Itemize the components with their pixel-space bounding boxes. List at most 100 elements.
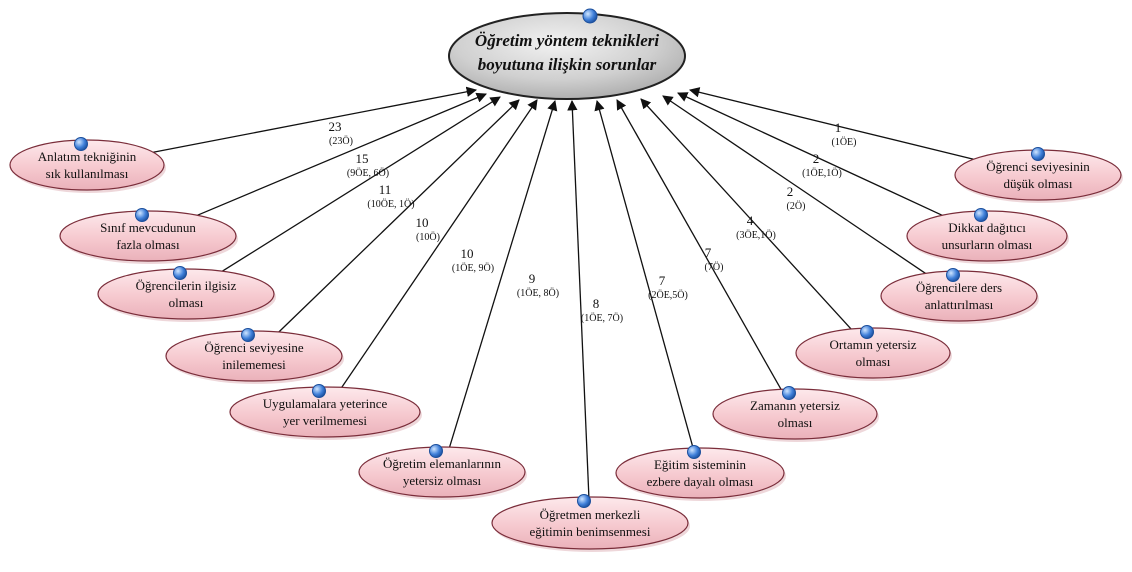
edge-ders-anlattirilmasi (662, 95, 926, 274)
nodes-layer: Anlatım tekniğinin sık kullanılmasıSınıf … (9, 137, 1123, 553)
node-label-line: unsurların olması (942, 237, 1033, 252)
node-ellipse (358, 446, 526, 498)
node-marker-icon (1031, 147, 1045, 161)
edge-weight-sinif: 15 (356, 151, 369, 166)
node-marker-icon (135, 208, 149, 222)
edge-dikkat (677, 92, 943, 216)
edge-detail-uygulama: (1ÖE, 9Ö) (452, 262, 494, 274)
node-ellipse (229, 386, 421, 438)
edge-detail-elemanlar: (1ÖE, 8Ö) (517, 287, 559, 299)
edge-detail-sinif: (9ÖE, 6Ö) (347, 167, 389, 179)
node-ellipse (9, 139, 165, 191)
edge-detail-seviye-dusuk: (1ÖE) (832, 136, 857, 148)
edge-detail-ortam: (3ÖE,1Ö) (736, 229, 776, 241)
node-label-line: yer verilmemesi (283, 413, 367, 428)
node-label-line: Zamanın yetersiz (750, 398, 840, 413)
node-label-line: eğitimin benimsenmesi (530, 524, 651, 539)
node-label-line: Öğretmen merkezli (540, 507, 641, 522)
node-label-line: Öğrenci seviyesine (204, 340, 304, 355)
node-label-line: olması (856, 354, 891, 369)
node-label-line: olması (778, 415, 813, 430)
edge-weight-ortam: 4 (747, 213, 754, 228)
node-label-line: sık kullanılması (46, 166, 129, 181)
node-ellipse (615, 447, 785, 499)
edge-weight-ogretmen-merkezli: 8 (593, 296, 600, 311)
node-marker-icon (577, 494, 591, 508)
node-label-line: Sınıf mevcudunun (100, 220, 196, 235)
edge-detail-ezber: (2ÖE,5Ö) (648, 289, 688, 301)
edge-weight-anlatim: 23 (329, 119, 342, 134)
node-label-line: anlattırılması (925, 297, 994, 312)
node-marker-icon (974, 208, 988, 222)
node-ellipse (906, 210, 1068, 262)
edge-weight-ezber: 7 (659, 273, 666, 288)
center-marker-icon (582, 8, 598, 24)
node-ortam[interactable]: Ortamın yetersiz olması (795, 325, 952, 382)
edge-detail-ogretmen-merkezli: (1ÖE, 7Ö) (581, 312, 623, 324)
node-ders-anlattirilmasi[interactable]: Öğrencilere ders anlattırılması (880, 268, 1039, 325)
node-label-line: Eğitim sisteminin (654, 457, 747, 472)
node-ogretmen-merkezli[interactable]: Öğretmen merkezli eğitimin benimsenmesi (491, 494, 690, 553)
edge-weight-zaman: 7 (705, 245, 712, 260)
center-title-line-1: Öğretim yöntem teknikleri (475, 31, 659, 50)
node-marker-icon (312, 384, 326, 398)
edge-detail-dikkat: (1ÖE,1Ö) (802, 167, 842, 179)
edge-weight-seviye-dusuk: 1 (835, 120, 842, 135)
edge-weight-ders-anlattirilmasi: 2 (787, 184, 794, 199)
node-label-line: Öğrencilere ders (916, 280, 1002, 295)
node-label-line: Ortamın yetersiz (830, 337, 917, 352)
edge-uygulama (341, 99, 538, 388)
node-ellipse (712, 388, 878, 440)
node-label-line: düşük olması (1004, 176, 1073, 191)
edge-weight-elemanlar: 9 (529, 271, 536, 286)
edge-ogretmen-merkezli (567, 99, 590, 498)
node-marker-icon (687, 445, 701, 459)
node-label-line: yetersiz olması (403, 473, 482, 488)
node-marker-icon (946, 268, 960, 282)
edge-ortam (640, 98, 852, 330)
node-ellipse (491, 496, 689, 550)
node-label-line: Öğrenci seviyesinin (986, 159, 1090, 174)
node-anlatim[interactable]: Anlatım tekniğinin sık kullanılması (9, 137, 166, 194)
edge-sinif (197, 92, 487, 216)
node-label-line: Uygulamalara yeterince (263, 396, 388, 411)
center-ellipse (448, 12, 686, 100)
node-marker-icon (782, 386, 796, 400)
node-marker-icon (241, 328, 255, 342)
node-ilgisiz[interactable]: Öğrencilerin ilgisiz olması (97, 266, 276, 323)
node-marker-icon (429, 444, 443, 458)
node-marker-icon (74, 137, 88, 151)
node-seviye-dusuk[interactable]: Öğrenci seviyesinin düşük olması (954, 147, 1123, 204)
node-label-line: Öğrencilerin ilgisiz (136, 278, 237, 293)
node-label-line: Anlatım tekniğinin (38, 149, 137, 164)
node-ezber[interactable]: Eğitim sisteminin ezbere dayalı olması (615, 445, 786, 502)
node-uygulama[interactable]: Uygulamalara yeterince yer verilmemesi (229, 384, 422, 441)
edge-seviye-inilememesi (278, 99, 520, 333)
edge-weight-ilgisiz: 11 (379, 182, 392, 197)
node-seviye-inilememesi[interactable]: Öğrenci seviyesine inilememesi (165, 328, 344, 385)
node-label-line: inilememesi (222, 357, 286, 372)
edge-seviye-dusuk (688, 87, 974, 160)
edge-detail-seviye-inilememesi: (10Ö) (416, 231, 440, 243)
edge-detail-ders-anlattirilmasi: (2Ö) (787, 200, 806, 212)
edge-detail-ilgisiz: (10ÖE, 1Ö) (367, 198, 414, 210)
node-sinif[interactable]: Sınıf mevcudunun fazla olması (59, 208, 238, 265)
node-label-line: olması (169, 295, 204, 310)
edge-ezber (594, 99, 694, 449)
center-node: Öğretim yöntem teknikleri boyutuna ilişk… (448, 8, 686, 100)
edge-detail-anlatim: (23Ö) (329, 135, 353, 147)
node-ellipse (165, 330, 343, 382)
edges-layer: 23(23Ö)15(9ÖE, 6Ö)11(10ÖE, 1Ö)10(10Ö)10(… (153, 86, 974, 498)
node-marker-icon (860, 325, 874, 339)
node-zaman[interactable]: Zamanın yetersiz olması (712, 386, 879, 443)
node-ellipse (795, 327, 951, 379)
edge-anlatim (153, 86, 478, 153)
node-label-line: ezbere dayalı olması (647, 474, 754, 489)
edge-weight-uygulama: 10 (461, 246, 474, 261)
edge-zaman (616, 99, 782, 390)
node-label-line: fazla olması (116, 237, 180, 252)
